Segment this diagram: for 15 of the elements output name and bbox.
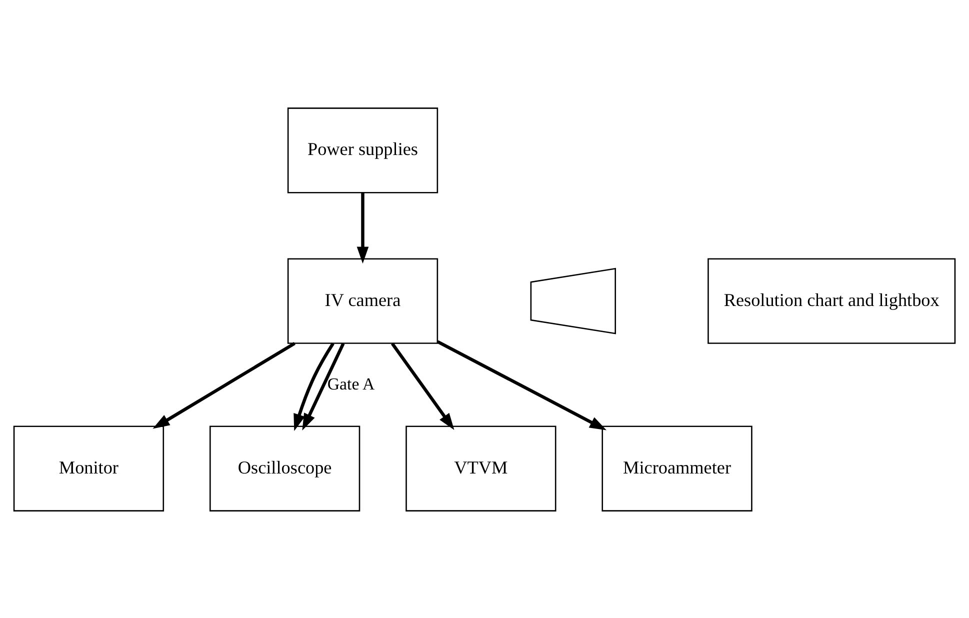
arrow — [436, 340, 607, 430]
node-box: Microammeter — [602, 425, 752, 511]
node-box: VTVM — [406, 425, 556, 511]
arrow — [152, 341, 296, 428]
node-box: IV camera — [287, 258, 438, 344]
arrow — [356, 192, 369, 264]
node-box: Oscilloscope — [209, 425, 360, 511]
node-box: Monitor — [13, 425, 164, 511]
arrow — [302, 342, 345, 430]
edge-label: Gate A — [327, 374, 375, 393]
arrow — [390, 342, 454, 430]
node-box: Resolution chart and lightbox — [708, 258, 956, 344]
node-trapezium — [530, 267, 616, 334]
node-box: Power supplies — [287, 107, 438, 193]
arrow — [294, 342, 334, 430]
